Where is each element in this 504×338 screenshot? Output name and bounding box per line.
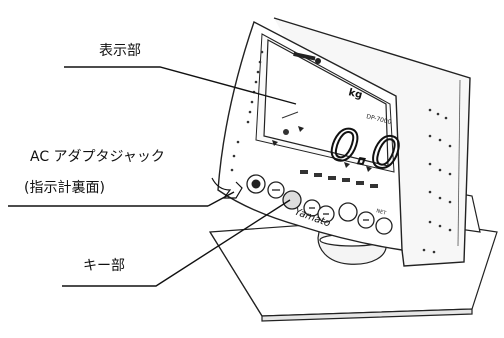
unit-readout: kg xyxy=(347,87,363,101)
key-7[interactable] xyxy=(375,217,393,235)
label-key-section: キー部 xyxy=(83,258,125,274)
leader-display xyxy=(64,66,297,105)
key-5[interactable] xyxy=(338,202,358,222)
housing-dots xyxy=(230,50,452,254)
label-indicator-rear: (指示計裏面) xyxy=(24,180,105,196)
key-panel xyxy=(246,174,393,235)
leader-ac-jack xyxy=(207,191,235,207)
annunciator-strip xyxy=(300,170,378,188)
key-2[interactable] xyxy=(282,190,302,210)
label-display-section: 表示部 xyxy=(99,43,141,59)
label-ac-adapter-jack: AC アダプタジャック xyxy=(30,149,165,165)
ac-jack-arrow xyxy=(211,177,243,199)
net-tag: NET xyxy=(375,208,387,217)
leader-keys xyxy=(62,199,291,287)
leader-lines xyxy=(8,66,297,287)
